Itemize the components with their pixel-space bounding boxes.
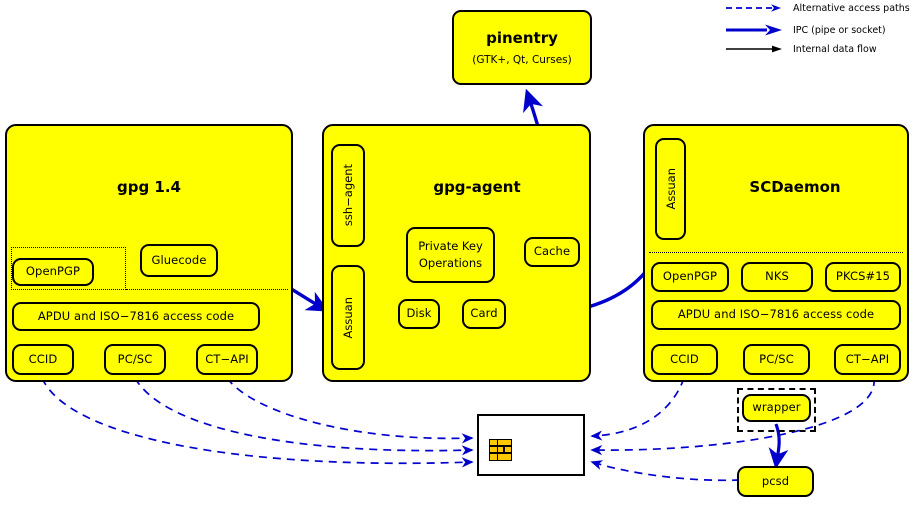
legend-item-alternative: Alternative access paths xyxy=(725,2,910,14)
gpg-agent-disk-label: Disk xyxy=(406,306,432,321)
gpg-apdu-label: APDU and ISO−7816 access code xyxy=(37,308,235,323)
alt-gpg-ctapi-to-card xyxy=(226,377,474,444)
gpg-agent-title: gpg-agent xyxy=(433,178,521,196)
pinentry-title: pinentry xyxy=(486,29,558,47)
legend-label-ipc: IPC (pipe or socket) xyxy=(793,24,886,36)
scdaemon-divider xyxy=(649,252,903,253)
gpg-driver-pcsc-label: PC/SC xyxy=(117,351,153,366)
legend-item-ipc: IPC (pipe or socket) xyxy=(725,23,886,37)
gpg-openpgp-region xyxy=(11,247,126,290)
scdaemon-app-openpgp-label: OpenPGP xyxy=(662,269,718,284)
scdaemon-driver-ctapi-label: CT−API xyxy=(845,351,890,366)
alt-gpg-ccid-to-card xyxy=(41,377,474,468)
scdaemon-driver-pcsc[interactable]: PC/SC xyxy=(743,344,810,375)
scdaemon-app-pkcs15[interactable]: PKCS#15 xyxy=(825,262,901,292)
scdaemon-assuan-box[interactable]: Assuan xyxy=(655,138,686,240)
alt-pcsd-to-card xyxy=(590,460,741,482)
gpg-driver-ctapi[interactable]: CT−API xyxy=(196,344,258,375)
private-key-operations-line2: Operations xyxy=(418,256,483,270)
alt-gpg-pcsc-to-card xyxy=(134,377,474,456)
pinentry-subtitle: (GTK+, Qt, Curses) xyxy=(472,54,572,66)
legend-label-alternative: Alternative access paths xyxy=(793,2,910,14)
gpg-gluecode-box[interactable]: Gluecode xyxy=(140,244,218,277)
legend: Alternative access paths IPC (pipe or so… xyxy=(725,0,914,60)
scdaemon-container[interactable] xyxy=(643,124,909,382)
scdaemon-app-nks[interactable]: NKS xyxy=(741,262,813,292)
scdaemon-driver-ccid[interactable]: CCID xyxy=(651,344,718,375)
dashed-arrow-icon xyxy=(726,4,781,12)
private-key-operations-line1: Private Key xyxy=(418,239,483,254)
gpg-agent-card-label: Card xyxy=(470,306,498,321)
scdaemon-driver-ctapi[interactable]: CT−API xyxy=(834,344,901,375)
gpg-agent-card-box[interactable]: Card xyxy=(462,299,506,329)
gpg-agent-private-key-operations-box[interactable]: Private Key Operations xyxy=(406,227,495,283)
pcsd-label: pcsd xyxy=(761,473,790,488)
scdaemon-app-openpgp[interactable]: OpenPGP xyxy=(651,262,729,292)
ipc-arrow-icon xyxy=(726,24,782,36)
wrapper-box[interactable]: wrapper xyxy=(742,394,811,422)
scdaemon-apdu-box[interactable]: APDU and ISO−7816 access code xyxy=(651,300,901,330)
gpg-openpgp-box[interactable]: OpenPGP xyxy=(12,258,94,286)
wrapper-label: wrapper xyxy=(752,400,801,415)
gpg-agent-assuan-label: Assuan xyxy=(341,296,355,339)
gpg-openpgp-region-extension xyxy=(126,289,288,290)
pinentry-box[interactable]: pinentry (GTK+, Qt, Curses) xyxy=(452,10,592,85)
gpg-driver-ctapi-label: CT−API xyxy=(205,351,249,366)
gpg-openpgp-label: OpenPGP xyxy=(25,264,81,279)
smartcard-chip-icon xyxy=(489,439,512,461)
wrapper-enclosure xyxy=(737,388,816,432)
alt-scd-ccid-to-card xyxy=(590,377,685,441)
scdaemon-apdu-label: APDU and ISO−7816 access code xyxy=(677,307,875,322)
alt-scd-ctapi-to-card xyxy=(590,377,875,456)
pcsd-box[interactable]: pcsd xyxy=(737,466,814,497)
legend-label-internal: Internal data flow xyxy=(793,43,877,55)
gpg-driver-pcsc[interactable]: PC/SC xyxy=(104,344,166,375)
gpg-agent-disk-box[interactable]: Disk xyxy=(398,299,440,329)
gpg-agent-assuan-box[interactable]: Assuan xyxy=(331,265,365,370)
scdaemon-app-pkcs15-label: PKCS#15 xyxy=(835,269,891,284)
scdaemon-app-nks-label: NKS xyxy=(765,269,789,284)
internal-arrow-icon xyxy=(726,45,782,53)
scdaemon-driver-pcsc-label: PC/SC xyxy=(759,351,794,366)
gpg-driver-ccid[interactable]: CCID xyxy=(12,344,74,375)
gpg-driver-ccid-label: CCID xyxy=(28,351,58,366)
gpg-gluecode-label: Gluecode xyxy=(151,252,207,267)
gpg-agent-ssh-agent-box[interactable]: ssh−agent xyxy=(331,144,365,247)
scdaemon-assuan-label: Assuan xyxy=(663,168,678,210)
scdaemon-title: SCDaemon xyxy=(749,178,841,196)
gpg-agent-cache-box[interactable]: Cache xyxy=(524,237,580,267)
gpg-agent-cache-label: Cache xyxy=(533,244,571,259)
gpg-apdu-box[interactable]: APDU and ISO−7816 access code xyxy=(12,302,260,331)
legend-item-internal: Internal data flow xyxy=(725,43,877,55)
gpg-agent-ssh-agent-label: ssh−agent xyxy=(341,164,355,227)
smartcard[interactable] xyxy=(477,414,585,476)
scdaemon-driver-ccid-label: CCID xyxy=(670,351,699,366)
gpg-title: gpg 1.4 xyxy=(116,178,181,196)
